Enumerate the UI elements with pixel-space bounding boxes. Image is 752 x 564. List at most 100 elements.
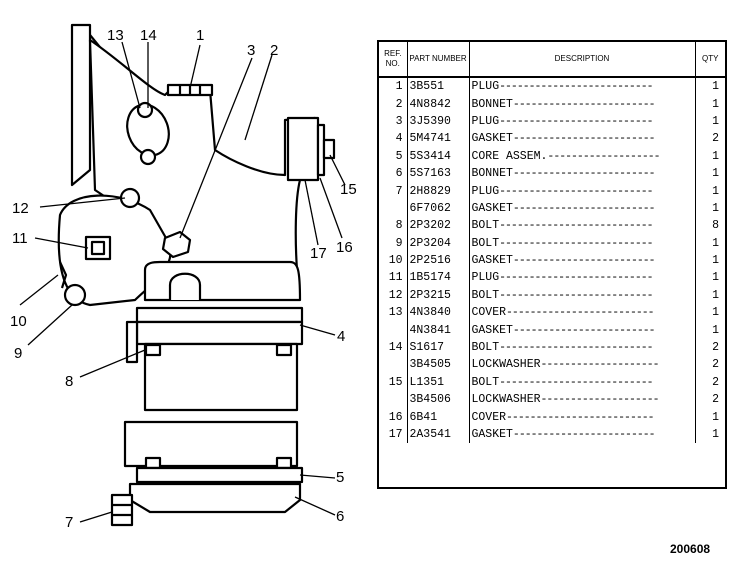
ref-no-cell bbox=[379, 391, 408, 409]
description-cell: GASKET------------------------ bbox=[469, 321, 696, 339]
ref-no-cell: 16 bbox=[379, 408, 408, 426]
description-cell: LOCKWASHER-------------------- bbox=[469, 391, 696, 409]
table-header-row: REF. NO. PART NUMBER DESCRIPTION QTY bbox=[379, 42, 725, 78]
ref-no-cell: 10 bbox=[379, 251, 408, 270]
callout-5: 5 bbox=[336, 469, 344, 486]
description-cell: BOLT-------------------------- bbox=[469, 373, 696, 392]
part-number-cell: 3B4506 bbox=[407, 391, 470, 409]
part-number-cell: 5S7163 bbox=[407, 164, 470, 183]
part-number-cell: 4N3841 bbox=[407, 321, 470, 339]
qty-cell: 1 bbox=[712, 410, 719, 424]
header-ref-no: REF. NO. bbox=[379, 42, 408, 78]
ref-no-cell: 4 bbox=[379, 130, 408, 148]
ref-no-cell: 8 bbox=[379, 217, 408, 235]
description-cell: BOLT-------------------------- bbox=[469, 234, 696, 252]
ref-no-cell bbox=[379, 321, 408, 339]
part-number-cell: L1351 bbox=[407, 373, 470, 392]
description-cell: BOLT-------------------------- bbox=[469, 338, 696, 357]
qty-cell: 1 bbox=[712, 288, 719, 302]
description-cell: BONNET------------------------ bbox=[469, 95, 696, 113]
callout-15: 15 bbox=[340, 181, 357, 198]
callout-3: 3 bbox=[247, 42, 255, 59]
header-part-number: PART NUMBER bbox=[407, 42, 470, 78]
part-number-cell: 6F7062 bbox=[407, 199, 470, 218]
part-number-cell: 2A3541 bbox=[407, 425, 470, 444]
part-number-cell: 3B4505 bbox=[407, 356, 470, 374]
ref-no-cell: 1 bbox=[379, 77, 408, 96]
description-cell: BOLT-------------------------- bbox=[469, 217, 696, 235]
description-cell: PLUG-------------------------- bbox=[469, 77, 696, 96]
description-cell: CORE ASSEM.------------------- bbox=[469, 147, 696, 165]
callout-11: 11 bbox=[12, 230, 28, 247]
ref-no-cell: 11 bbox=[379, 269, 408, 287]
description-cell: PLUG-------------------------- bbox=[469, 112, 696, 131]
ref-no-cell: 14 bbox=[379, 338, 408, 357]
part-number-cell: 5M4741 bbox=[407, 130, 470, 148]
ref-no-cell: 9 bbox=[379, 234, 408, 252]
qty-cell: 2 bbox=[712, 341, 719, 355]
description-cell: GASKET------------------------ bbox=[469, 251, 696, 270]
ref-no-cell: 13 bbox=[379, 304, 408, 322]
description-cell: PLUG-------------------------- bbox=[469, 182, 696, 200]
qty-cell: 2 bbox=[712, 358, 719, 372]
description-cell: BONNET------------------------ bbox=[469, 164, 696, 183]
qty-cell: 2 bbox=[712, 132, 719, 146]
exploded-view-drawing: 1 2 3 4 5 6 7 8 9 10 11 12 13 14 15 16 1… bbox=[10, 23, 357, 531]
qty-cell: 1 bbox=[712, 184, 719, 198]
callout-2: 2 bbox=[270, 42, 278, 59]
qty-cell: 1 bbox=[712, 114, 719, 128]
qty-cell: 1 bbox=[712, 323, 719, 337]
part-number-cell: S1617 bbox=[407, 338, 470, 357]
part-number-cell: 2P3215 bbox=[407, 286, 470, 305]
part-number-cell: 3B551 bbox=[407, 77, 470, 96]
callout-16: 16 bbox=[336, 239, 353, 256]
part-number-cell: 2P2516 bbox=[407, 251, 470, 270]
description-cell: PLUG-------------------------- bbox=[469, 269, 696, 287]
qty-cell: 8 bbox=[712, 219, 719, 233]
description-cell: GASKET------------------------ bbox=[469, 130, 696, 148]
ref-no-cell: 2 bbox=[379, 95, 408, 113]
description-cell: GASKET------------------------ bbox=[469, 425, 696, 444]
qty-cell: 1 bbox=[712, 236, 719, 250]
qty-cell: 1 bbox=[712, 167, 719, 181]
callout-6: 6 bbox=[336, 508, 344, 525]
qty-cell: 1 bbox=[712, 271, 719, 285]
ref-no-cell: 6 bbox=[379, 164, 408, 183]
header-description: DESCRIPTION bbox=[469, 42, 696, 78]
ref-no-cell: 7 bbox=[379, 182, 408, 200]
callout-4: 4 bbox=[337, 328, 345, 345]
qty-cell: 1 bbox=[712, 306, 719, 320]
part-number-cell: 5S3414 bbox=[407, 147, 470, 165]
header-qty: QTY bbox=[695, 42, 725, 78]
description-cell: LOCKWASHER-------------------- bbox=[469, 356, 696, 374]
callout-9: 9 bbox=[14, 345, 22, 362]
qty-cell: 1 bbox=[712, 201, 719, 215]
callout-13: 13 bbox=[107, 27, 124, 44]
ref-no-cell bbox=[379, 199, 408, 218]
ref-no-cell: 3 bbox=[379, 112, 408, 131]
callout-7: 7 bbox=[65, 514, 73, 531]
part-number-cell: 2H8829 bbox=[407, 182, 470, 200]
part-number-cell: 2P3202 bbox=[407, 217, 470, 235]
callout-17: 17 bbox=[310, 245, 327, 262]
ref-no-cell: 15 bbox=[379, 373, 408, 392]
part-number-cell: 4N3840 bbox=[407, 304, 470, 322]
callout-14: 14 bbox=[140, 27, 157, 44]
description-cell: COVER------------------------- bbox=[469, 304, 696, 322]
figure-number: 200608 bbox=[670, 542, 711, 556]
part-number-cell: 4N8842 bbox=[407, 95, 470, 113]
qty-cell: 1 bbox=[712, 97, 719, 111]
callout-8: 8 bbox=[65, 373, 73, 390]
